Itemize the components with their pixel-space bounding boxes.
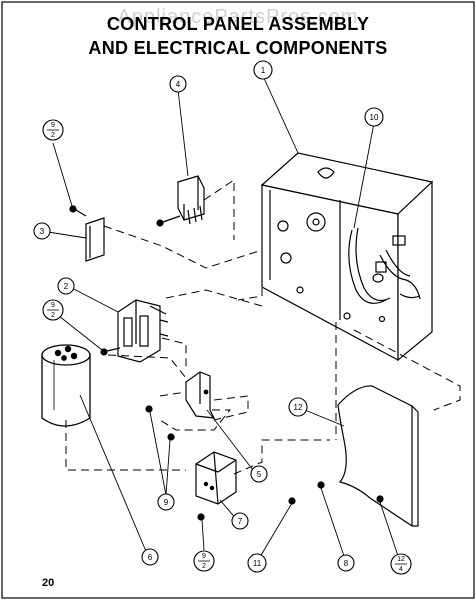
page-number: 20	[42, 577, 55, 589]
diagram-title-line-2: AND ELECTRICAL COMPONENTS	[88, 38, 388, 58]
svg-text:2: 2	[64, 282, 69, 291]
callout-7: 7	[231, 512, 249, 530]
fraction-callout-bottom: 9 2	[193, 550, 215, 572]
diagram-title-line-1: CONTROL PANEL ASSEMBLY	[106, 14, 370, 34]
control-box	[260, 152, 434, 362]
callout-10: 10	[364, 107, 384, 127]
callout-3: 3	[33, 222, 51, 240]
svg-text:2: 2	[202, 563, 206, 570]
svg-text:9: 9	[51, 302, 55, 309]
fraction-callout-top: 9 2	[42, 119, 64, 141]
callout-5: 5	[250, 465, 268, 483]
svg-text:4: 4	[399, 566, 403, 573]
callout-1: 1	[253, 60, 273, 80]
screw-part-4	[156, 215, 181, 227]
callout-leaders	[47, 75, 401, 563]
assembly-dashed-lines	[65, 179, 461, 475]
screw-part-3	[69, 205, 87, 217]
svg-text:1: 1	[261, 66, 266, 75]
contactor-part-2	[117, 299, 169, 363]
svg-text:5: 5	[257, 470, 262, 479]
screw-part-2	[100, 347, 121, 356]
callout-8: 8	[337, 554, 355, 572]
svg-text:9: 9	[164, 498, 169, 507]
mounting-bracket-part-3	[85, 217, 105, 262]
transformer-part-7	[195, 451, 237, 505]
svg-text:4: 4	[176, 80, 181, 89]
watermark: AppliancePartsPros.com	[117, 6, 359, 28]
svg-text:3: 3	[40, 227, 45, 236]
screws-parts-8-11-12	[288, 481, 384, 505]
svg-text:7: 7	[238, 517, 243, 526]
svg-text:10: 10	[370, 113, 379, 122]
fraction-callout-right: 12 4	[390, 553, 412, 575]
bracket-part-5	[185, 371, 216, 419]
svg-text:12: 12	[294, 403, 303, 412]
callout-4: 4	[169, 75, 187, 93]
screw-part-5	[145, 405, 175, 441]
svg-text:6: 6	[148, 553, 153, 562]
screw-part-7	[197, 513, 205, 521]
svg-text:11: 11	[253, 559, 262, 568]
cover-panel-part-12	[337, 385, 419, 527]
relay-part-4	[177, 175, 205, 225]
svg-text:8: 8	[344, 559, 349, 568]
svg-text:12: 12	[397, 556, 405, 563]
fraction-callout-mid: 9 2	[42, 299, 64, 321]
callout-12: 12	[288, 397, 308, 417]
svg-text:9: 9	[51, 122, 55, 129]
svg-text:2: 2	[51, 312, 55, 319]
svg-text:2: 2	[51, 132, 55, 139]
svg-text:9: 9	[202, 553, 206, 560]
callout-11: 11	[247, 553, 267, 573]
callout-2: 2	[57, 277, 75, 295]
capacitor-part-6	[41, 344, 91, 427]
callout-6: 6	[141, 548, 159, 566]
callout-9: 9	[157, 493, 175, 511]
